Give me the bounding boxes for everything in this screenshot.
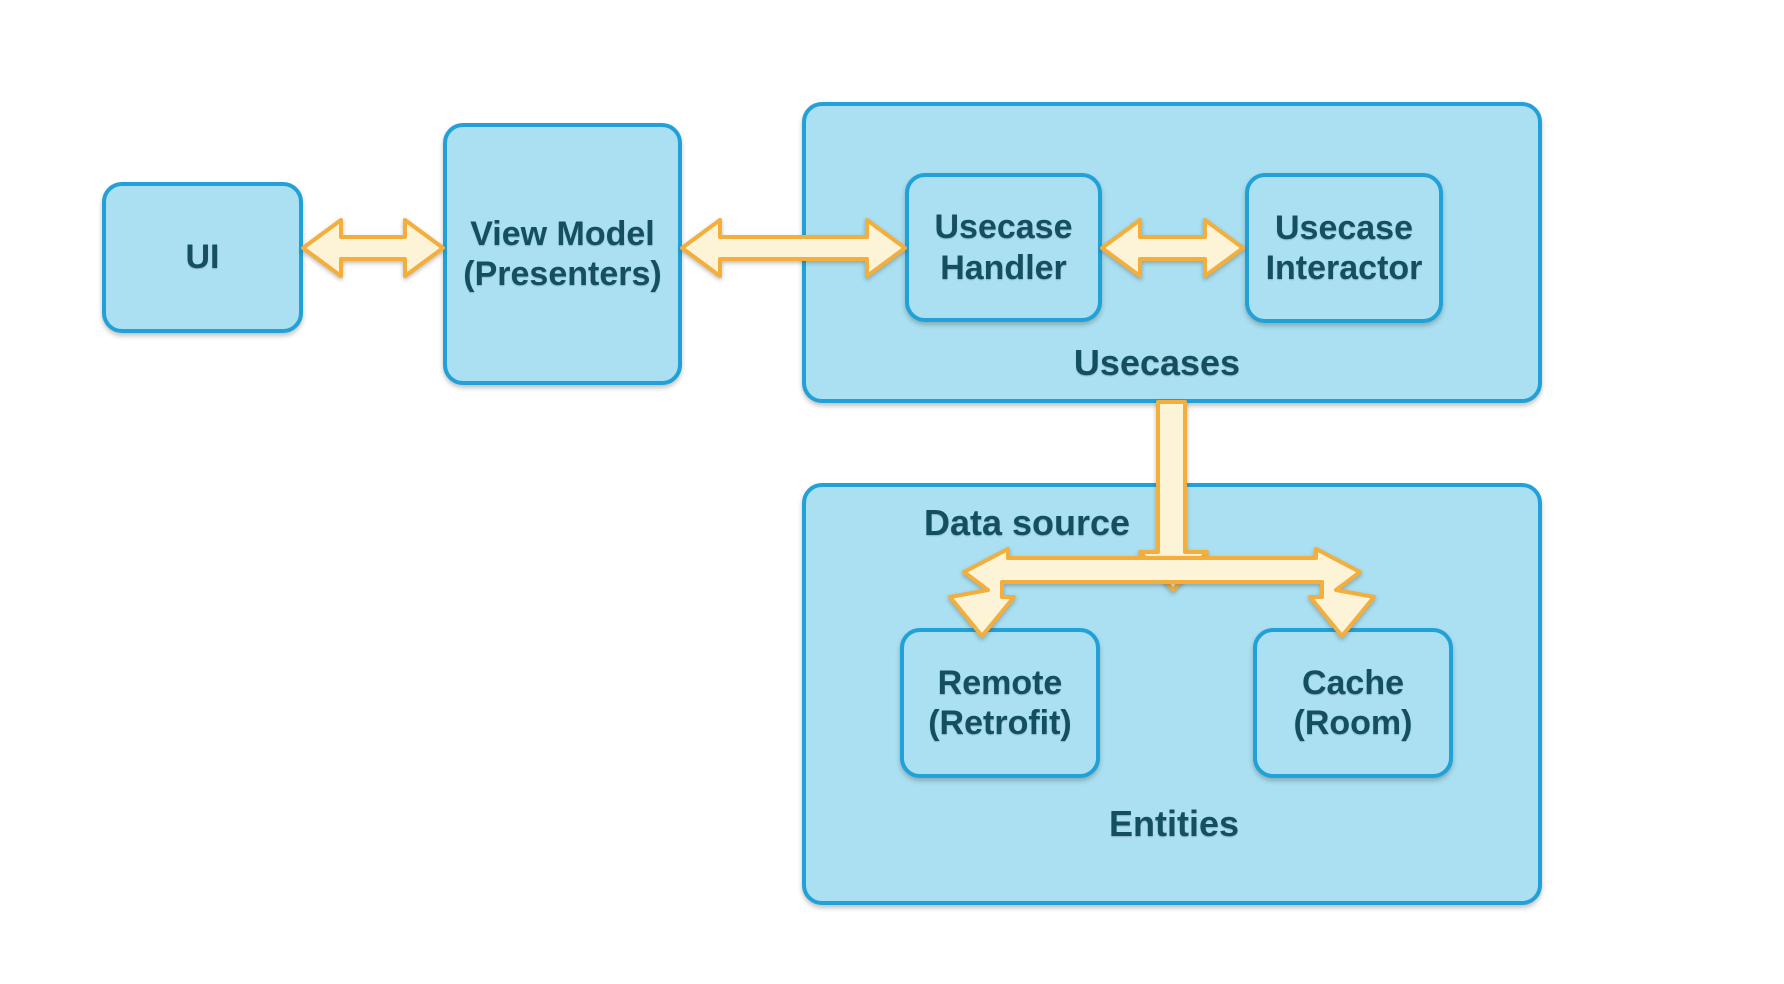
- node-cache-label: Cache (Room): [1293, 663, 1413, 742]
- node-remote-label: Remote (Retrofit): [928, 663, 1072, 742]
- node-usecase-interactor-label: Usecase Interactor: [1265, 208, 1423, 287]
- node-usecase-interactor: Usecase Interactor: [1245, 173, 1443, 323]
- data-source-container-label: Data source: [923, 502, 1131, 543]
- entities-container-label: Entities: [1108, 803, 1240, 844]
- node-ui-label: UI: [185, 238, 220, 277]
- usecases-container-label: Usecases: [1073, 342, 1241, 383]
- node-cache: Cache (Room): [1253, 628, 1453, 778]
- node-usecase-handler: Usecase Handler: [905, 173, 1102, 322]
- node-ui: UI: [102, 182, 303, 333]
- node-usecase-handler-label: Usecase Handler: [934, 208, 1073, 287]
- node-view-model: View Model (Presenters): [443, 123, 682, 385]
- node-view-model-label: View Model (Presenters): [463, 214, 662, 293]
- node-remote: Remote (Retrofit): [900, 628, 1100, 778]
- double-arrow-ui-viewmodel: [301, 218, 445, 278]
